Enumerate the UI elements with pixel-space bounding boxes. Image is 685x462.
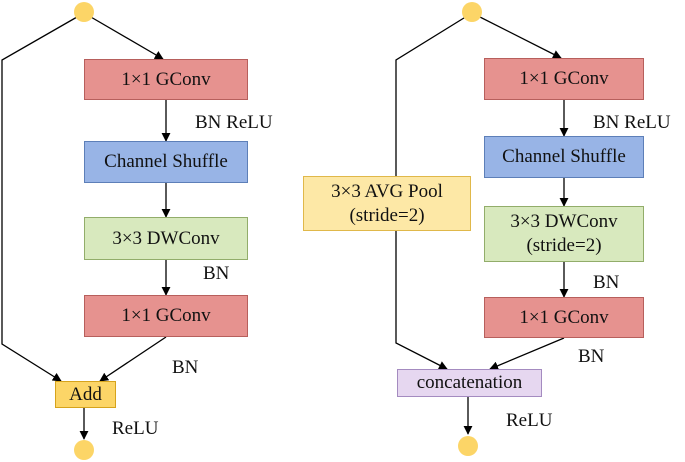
left-bn-relu-label: BN ReLU — [195, 112, 273, 133]
left-relu-label: ReLU — [112, 418, 159, 439]
add-box: Add — [55, 381, 116, 408]
concatenation-box: concatenation — [397, 369, 542, 397]
right-relu-label: ReLU — [506, 410, 553, 431]
right-bn-relu-label: BN ReLU — [593, 112, 671, 133]
avg-pool-box: 3×3 AVG Pool (stride=2) — [303, 176, 471, 231]
left-input-node — [74, 2, 94, 22]
right-channel-shuffle-box: Channel Shuffle — [484, 136, 644, 178]
left-edge-shortcut — [1, 12, 85, 382]
left-edge-conv2-to-add — [99, 336, 167, 382]
left-unit-edges — [1, 12, 171, 440]
left-output-node — [74, 440, 94, 460]
left-gconv1-box: 1×1 GConv — [84, 59, 248, 100]
left-dwconv-box: 3×3 DWConv — [84, 217, 248, 260]
left-channel-shuffle-box: Channel Shuffle — [84, 141, 248, 183]
right-gconv1-box: 1×1 GConv — [484, 58, 644, 100]
left-edge-input-to-conv1 — [83, 12, 164, 60]
right-dwconv-box: 3×3 DWConv (stride=2) — [484, 206, 644, 262]
right-input-node — [462, 2, 482, 22]
right-bn-label-2: BN — [578, 346, 605, 367]
left-bn-label-1: BN — [203, 263, 230, 284]
right-gconv2-box: 1×1 GConv — [484, 297, 644, 338]
right-edge-input-to-conv1 — [471, 12, 562, 59]
right-bn-label-1: BN — [593, 272, 620, 293]
right-output-node — [458, 436, 478, 456]
left-bn-label-2: BN — [172, 357, 199, 378]
left-gconv2-box: 1×1 GConv — [84, 295, 248, 337]
right-edge-conv2-to-concat — [489, 337, 565, 371]
